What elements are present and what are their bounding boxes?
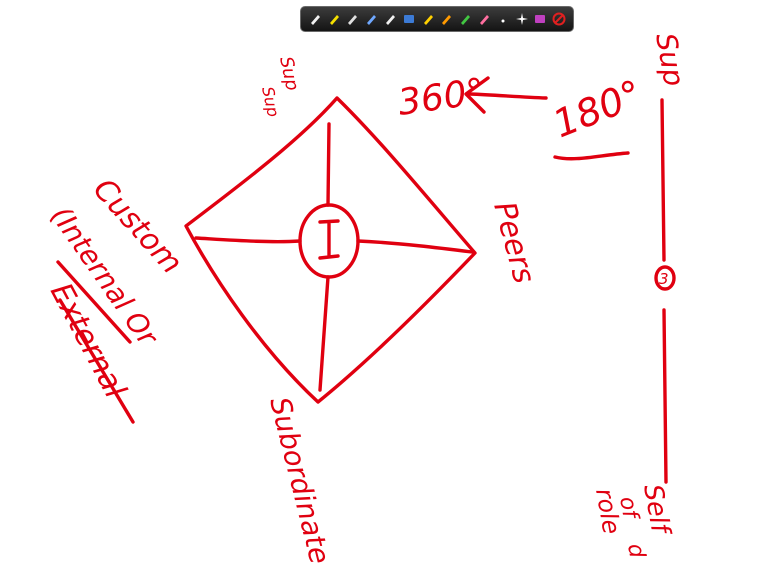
label-superior-near-top: Sup (275, 55, 303, 93)
label-360: 360° (396, 71, 488, 124)
label-self-role: role (590, 486, 626, 536)
label-peers: Peers (486, 198, 541, 287)
right-line-bottom (664, 310, 666, 482)
label-superior-near-top-2: Sup (258, 85, 283, 119)
line-left (196, 238, 300, 242)
underline-180 (555, 153, 628, 159)
center-i-stroke (320, 221, 338, 258)
label-180: 180° (547, 71, 648, 146)
line-up (328, 124, 329, 205)
label-circle-mark: 3 (659, 270, 669, 288)
label-superior-right: Sup (649, 30, 691, 88)
label-self-d: d (622, 542, 649, 561)
label-self: Self (637, 482, 676, 539)
line-down (320, 277, 328, 390)
label-subordinates: Subordinate (263, 394, 336, 568)
right-line-top (662, 100, 664, 260)
line-right (358, 241, 472, 252)
